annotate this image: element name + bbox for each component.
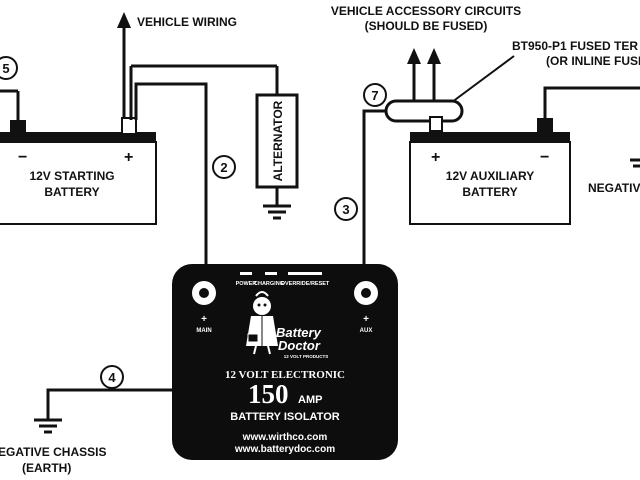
isolator-amp-value: 150 (248, 379, 289, 409)
inline-fuse-label: (OR INLINE FUSE (546, 54, 640, 68)
battery-isolator: POWER CHARGING OVERRIDE/RESET + MAIN + A… (172, 264, 398, 460)
negative-right-label: NEGATIV (588, 181, 640, 195)
wire-3: 3 (334, 109, 386, 268)
vehicle-wiring-arrow (117, 12, 131, 118)
aux-battery-neg: − (540, 149, 549, 166)
isolator-url-batterydoc: www.batterydoc.com (234, 444, 335, 455)
wire-4: 4 (34, 365, 172, 434)
isolator-subtitle: 12 VOLT ELECTRONIC (225, 369, 345, 381)
accessory-circuits-label: VEHICLE ACCESSORY CIRCUITS (331, 4, 521, 18)
negative-chassis-label: EGATIVE CHASSIS (0, 445, 106, 459)
indicator-power: POWER (236, 281, 257, 287)
auxiliary-battery: + − 12V AUXILIARY BATTERY (409, 86, 640, 225)
battery-doctor-mascot-logo (246, 291, 278, 355)
starting-battery: − + 12V STARTING BATTERY (0, 89, 157, 225)
svg-text:7: 7 (371, 88, 378, 103)
aux-battery-label-1: 12V AUXILIARY (446, 169, 534, 183)
indicator-override-reset: OVERRIDE/RESET (281, 281, 330, 287)
alternator: ALTERNATOR (129, 64, 299, 220)
wire-2: 2 (134, 82, 236, 268)
svg-text:4: 4 (108, 370, 116, 385)
starting-battery-pos: + (124, 149, 133, 166)
fused-terminal-label: BT950-P1 FUSED TER (512, 39, 638, 53)
negative-right: NEGATIV (588, 158, 640, 195)
aux-label: AUX (360, 328, 373, 334)
earth-label: (EARTH) (22, 461, 71, 475)
isolator-title: BATTERY ISOLATOR (230, 411, 339, 423)
starting-battery-label-2: BATTERY (44, 185, 99, 199)
svg-text:3: 3 (342, 202, 349, 217)
aux-plus: + (363, 314, 369, 325)
main-label: MAIN (196, 328, 211, 334)
main-plus: + (201, 314, 207, 325)
fused-terminal-leader (443, 55, 515, 109)
wire-number-5: 5 (0, 56, 18, 80)
accessory-fused-note: (SHOULD BE FUSED) (365, 19, 488, 33)
svg-text:2: 2 (220, 160, 227, 175)
brand-tagline: 12 VOLT PRODUCTS (284, 354, 328, 359)
isolator-amp-unit: AMP (298, 394, 322, 406)
aux-battery-label-2: BATTERY (462, 185, 517, 199)
brand-doctor: Doctor (278, 338, 321, 353)
alternator-label: ALTERNATOR (271, 100, 285, 181)
fused-terminal (384, 99, 464, 132)
starting-battery-label-1: 12V STARTING (29, 169, 114, 183)
aux-battery-pos: + (431, 149, 440, 166)
vehicle-wiring-label: VEHICLE WIRING (137, 15, 237, 29)
accessory-arrows (407, 48, 441, 104)
starting-battery-neg: − (18, 149, 27, 166)
brand-battery: Battery (276, 325, 322, 340)
indicator-charging: CHARGING (254, 281, 284, 287)
isolator-url-wirthco: www.wirthco.com (242, 432, 328, 443)
wire-number-7: 7 (363, 83, 387, 107)
svg-text:5: 5 (2, 61, 9, 76)
